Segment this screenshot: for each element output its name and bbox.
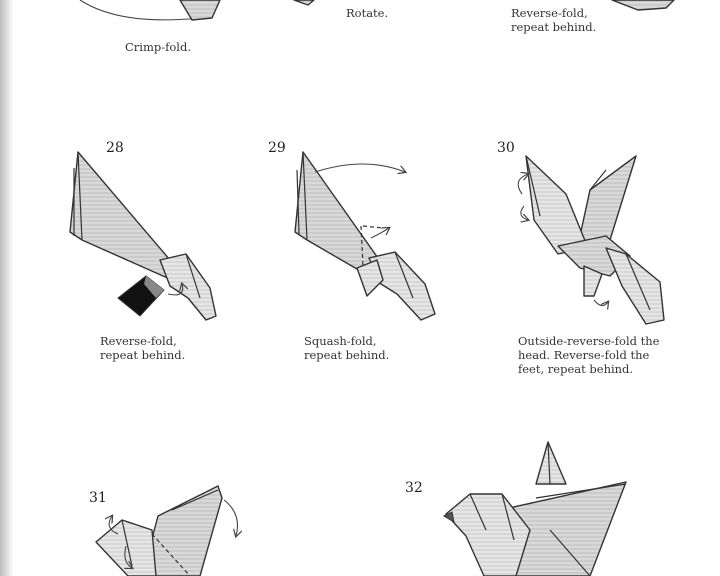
step-31-number: 31 xyxy=(89,490,107,506)
step-32-diagram xyxy=(442,441,627,576)
step-27-crimp-diagram xyxy=(79,0,221,21)
step-27-caption: Crimp-fold. xyxy=(125,40,192,54)
step-32-number: 32 xyxy=(405,480,423,496)
step-30-caption: Outside-reverse-fold the head. Reverse-f… xyxy=(518,334,660,376)
page-binding-edge xyxy=(0,0,14,576)
step-28-caption: Reverse-fold, repeat behind. xyxy=(100,334,186,362)
step-29-diagram xyxy=(294,151,436,321)
step-30-number: 30 xyxy=(497,140,515,156)
step-reverse-diagram-top xyxy=(611,0,675,11)
step-30-diagram xyxy=(517,155,665,325)
step-29-caption: Squash-fold, repeat behind. xyxy=(304,334,390,362)
step-rotate-diagram xyxy=(293,0,315,6)
step-28-number: 28 xyxy=(106,140,124,156)
step-28-diagram xyxy=(69,151,217,321)
step-rotate-caption: Rotate. xyxy=(346,6,389,20)
step-29-number: 29 xyxy=(268,140,286,156)
step-reverse-caption-top: Reverse-fold, repeat behind. xyxy=(511,6,597,34)
step-31-diagram xyxy=(95,485,252,576)
